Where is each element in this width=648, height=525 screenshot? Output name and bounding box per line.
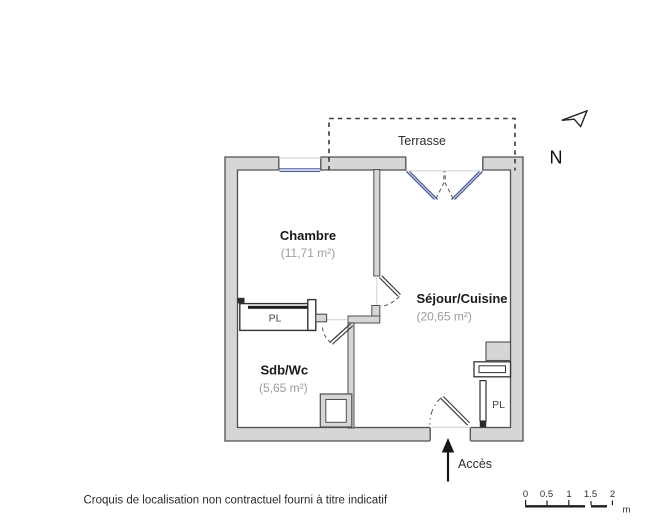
window-glazing-lines: [279, 168, 321, 172]
scale-tick-0: 0: [523, 489, 528, 500]
entrance-door: [429, 396, 471, 441]
window-jambs: [278, 156, 322, 171]
entrance-door-leaf: [440, 396, 471, 426]
entrance-door-swing: [429, 397, 442, 425]
access-marker: Accès: [441, 438, 492, 482]
closet-right: [473, 341, 512, 428]
interior-partitions: [321, 169, 401, 429]
scale-tick-2: 2: [610, 489, 615, 500]
access-label: Accès: [458, 457, 492, 471]
closet-right-pilaster: [485, 341, 512, 362]
room-label-sdb: Sdb/Wc: [261, 363, 309, 378]
scale-tick-05: 0.5: [540, 489, 553, 500]
closet-left-stub: [315, 313, 328, 323]
terrace-dashed-rect: [328, 117, 516, 171]
scale-bar-ticks: [525, 500, 613, 506]
entrance-jambs: [429, 427, 471, 441]
closet-left-cap: [307, 298, 317, 332]
wall-openings: [278, 154, 483, 443]
closet-right-wall: [479, 380, 487, 422]
terrace-door-jambs: [405, 156, 484, 171]
room-area-chambre: (11,71 m²): [281, 246, 335, 260]
closet-right-shelf-inner: [478, 365, 506, 374]
scale-bar: 0 0.5 1 1.5 2 m: [523, 489, 631, 516]
room-labels: Terrasse Chambre (11,71 m²) Séjour/Cuisi…: [259, 134, 508, 411]
door-swing-dashes: [435, 171, 454, 199]
terrace-french-doors: [405, 156, 484, 200]
chambre-window: [278, 156, 322, 172]
terrace-door-opening: [405, 154, 483, 173]
plan-caption: Croquis de localisation non contractuel …: [84, 494, 388, 506]
sdb-door-swing: [321, 325, 332, 344]
scale-tick-15: 1.5: [584, 489, 597, 500]
closet-left-bar: [248, 305, 310, 309]
room-area-sejour: (20,65 m²): [417, 310, 472, 324]
door-leaf-right: [451, 171, 483, 200]
closet-left: [237, 297, 328, 332]
sdb-door-leaf: [329, 323, 354, 345]
chambre-door-leaf: [378, 275, 401, 297]
scale-unit: m: [623, 505, 631, 516]
scale-tick-1: 1: [566, 489, 571, 500]
room-area-sdb: (5,65 m²): [259, 381, 308, 395]
partition-sdb-sejour: [347, 322, 355, 429]
sdb-fixture-inner: [325, 399, 347, 423]
partition-chambre-sejour: [373, 169, 381, 277]
window-opening: [278, 154, 321, 173]
partition-sdb-top: [347, 315, 381, 324]
terrace-label: Terrasse: [398, 134, 446, 148]
partition-jog: [371, 305, 381, 318]
room-label-chambre: Chambre: [280, 228, 336, 243]
room-label-sejour: Séjour/Cuisine: [417, 291, 508, 306]
door-leaf-left: [406, 171, 438, 200]
closet-right-label: PL: [492, 399, 505, 411]
north-dart-icon: [561, 109, 589, 128]
closet-right-foot: [479, 420, 487, 428]
terrace-outline: [328, 117, 516, 171]
chambre-door-swing: [380, 296, 400, 307]
north-indicator: N: [550, 109, 589, 168]
closet-left-tick: [237, 297, 245, 304]
north-label: N: [550, 148, 563, 168]
entrance-opening: [430, 425, 471, 443]
closet-left-label: PL: [269, 313, 282, 325]
access-arrow-head: [441, 438, 455, 453]
sdb-fixture: [319, 393, 353, 428]
